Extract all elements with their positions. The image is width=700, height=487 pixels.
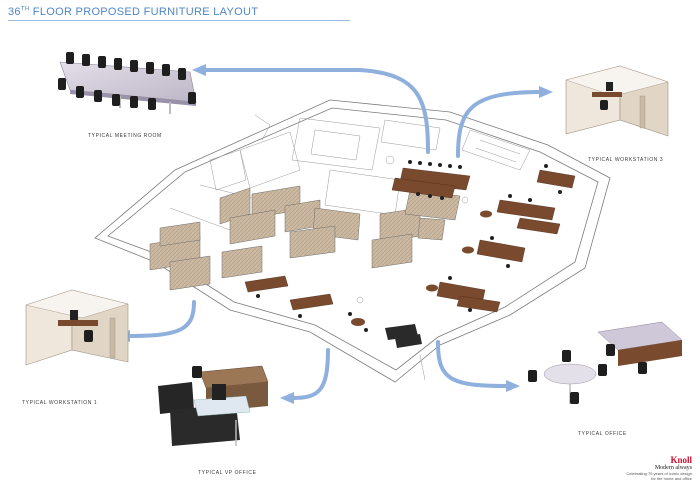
chairs	[256, 160, 562, 332]
caption-workstation-3: TYPICAL WORKSTATION 3	[588, 157, 664, 163]
caption-meeting-room: TYPICAL MEETING ROOM	[88, 133, 162, 139]
brand-tagline: Modern always	[654, 465, 692, 471]
round-tables	[351, 210, 492, 326]
title-divider	[8, 20, 350, 21]
knoll-logo: Knoll	[670, 455, 692, 465]
office-render	[528, 321, 683, 404]
caption-workstation-1: TYPICAL WORKSTATION 1	[22, 400, 98, 406]
desks	[244, 167, 576, 313]
vp-office-render	[158, 365, 269, 446]
caption-office: TYPICAL OFFICE	[578, 431, 627, 437]
callout-arrows	[126, 68, 542, 400]
lounge-seating	[385, 324, 422, 348]
workstation-3-render	[565, 65, 669, 137]
workstation-1-render	[25, 289, 129, 366]
meeting-room-render	[58, 52, 197, 114]
brand-block: Knoll Modern always Celebrating 75 years…	[626, 455, 692, 481]
page-title: 36TH FLOOR PROPOSED FURNITURE LAYOUT	[8, 6, 259, 18]
brand-subtext: Celebrating 75 years of iconic design fo…	[626, 471, 692, 481]
workstation-clusters	[149, 185, 461, 291]
caption-vp-office: TYPICAL VP OFFICE	[198, 470, 257, 476]
